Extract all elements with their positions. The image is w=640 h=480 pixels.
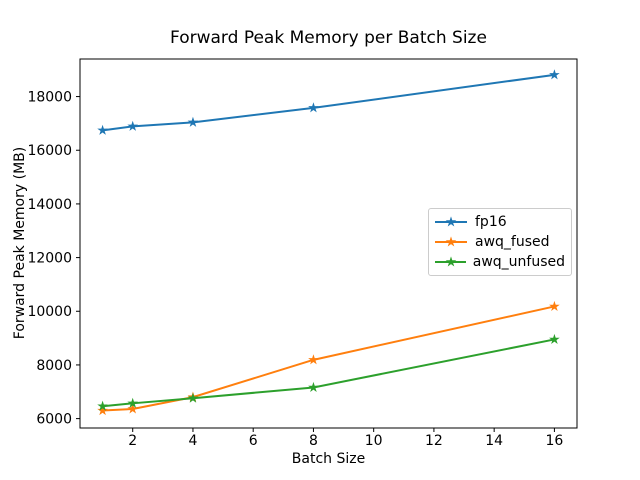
marker-awq_unfused xyxy=(97,400,108,411)
marker-fp16 xyxy=(308,102,319,113)
y-tick-label: 14000 xyxy=(27,197,72,213)
legend-item-fp16: fp16 xyxy=(434,212,565,232)
marker-awq_unfused xyxy=(549,333,560,344)
x-tick-label: 4 xyxy=(188,433,197,449)
x-tick-label: 16 xyxy=(545,433,563,449)
legend-label: awq_unfused xyxy=(472,254,565,270)
marker-awq_unfused xyxy=(127,397,139,408)
legend-marker-awq_fused xyxy=(445,236,457,247)
x-tick-label: 2 xyxy=(128,433,137,449)
legend-item-awq_unfused: awq_unfused xyxy=(434,252,565,272)
marker-awq_fused xyxy=(308,354,319,365)
y-tick-label: 6000 xyxy=(36,412,72,428)
series-line-awq_unfused xyxy=(101,338,556,408)
marker-awq_fused xyxy=(127,403,139,414)
legend-line-sample xyxy=(435,256,466,267)
series-line-awq_fused xyxy=(101,305,556,412)
legend-marker-awq_unfused xyxy=(445,256,457,267)
x-tick-label: 8 xyxy=(309,433,318,449)
x-tick-label: 10 xyxy=(365,433,383,449)
marker-awq_fused xyxy=(549,300,560,311)
marker-fp16 xyxy=(549,69,560,80)
y-tick-label: 10000 xyxy=(27,304,72,320)
plot-border xyxy=(79,58,578,429)
y-tick-label: 18000 xyxy=(27,89,72,105)
chart-title: Forward Peak Memory per Batch Size xyxy=(170,28,487,48)
y-axis-label: Forward Peak Memory (MB) xyxy=(12,146,28,340)
x-axis-label: Batch Size xyxy=(291,451,366,467)
series-line-fp16 xyxy=(101,73,556,132)
x-tick-label: 12 xyxy=(425,433,443,449)
marker-fp16 xyxy=(97,124,108,135)
x-tick-label: 14 xyxy=(485,433,503,449)
legend-label: fp16 xyxy=(475,214,507,230)
marker-awq_unfused xyxy=(308,381,319,393)
legend-line-sample xyxy=(435,236,467,247)
y-tick-label: 12000 xyxy=(27,250,72,266)
marker-awq_fused xyxy=(97,404,108,416)
y-tick-label: 16000 xyxy=(27,143,72,159)
legend-line-sample xyxy=(435,216,467,227)
marker-awq_unfused xyxy=(187,392,199,403)
legend-item-awq_fused: awq_fused xyxy=(434,232,565,252)
x-tick-label: 6 xyxy=(249,433,258,449)
marker-fp16 xyxy=(187,116,199,127)
marker-fp16 xyxy=(127,120,139,131)
legend: fp16 awq_fused awq_unfused xyxy=(428,208,572,276)
legend-marker-fp16 xyxy=(445,216,457,227)
y-tick-label: 8000 xyxy=(36,358,72,374)
legend-label: awq_fused xyxy=(475,234,550,250)
